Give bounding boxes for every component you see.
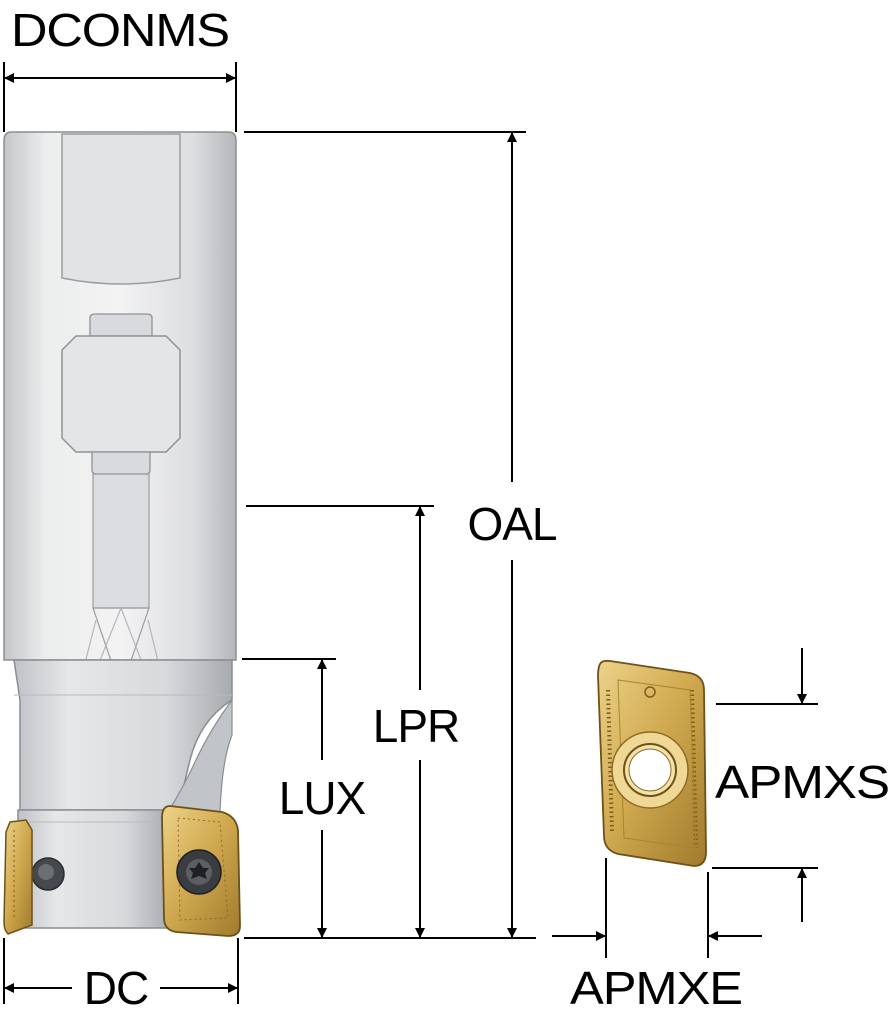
label-lpr: LPR	[373, 700, 459, 752]
left-insert	[3, 819, 33, 935]
label-lux: LUX	[279, 772, 366, 824]
insert-hole-icon	[611, 731, 689, 809]
coolant-channel	[92, 459, 150, 609]
label-dconms: DCONMS	[11, 4, 229, 56]
clamp-ring	[89, 313, 153, 337]
shank-flat	[61, 133, 181, 285]
label-oal: OAL	[467, 498, 556, 550]
side-screw-icon	[31, 857, 65, 891]
torx-screw-icon	[176, 849, 222, 895]
tool-insert	[161, 805, 241, 937]
clamp-hex	[61, 335, 181, 453]
dimension-lines	[3, 62, 818, 1004]
clamp-ring-lower	[91, 451, 151, 475]
insert-detail	[597, 659, 707, 867]
label-apmxs: APMXS	[715, 756, 889, 808]
chip-flute	[166, 698, 233, 813]
label-dc: DC	[84, 962, 148, 1014]
label-apmxe: APMXE	[570, 962, 742, 1014]
insert-mark-dot	[644, 686, 656, 698]
tool-body	[3, 131, 237, 929]
